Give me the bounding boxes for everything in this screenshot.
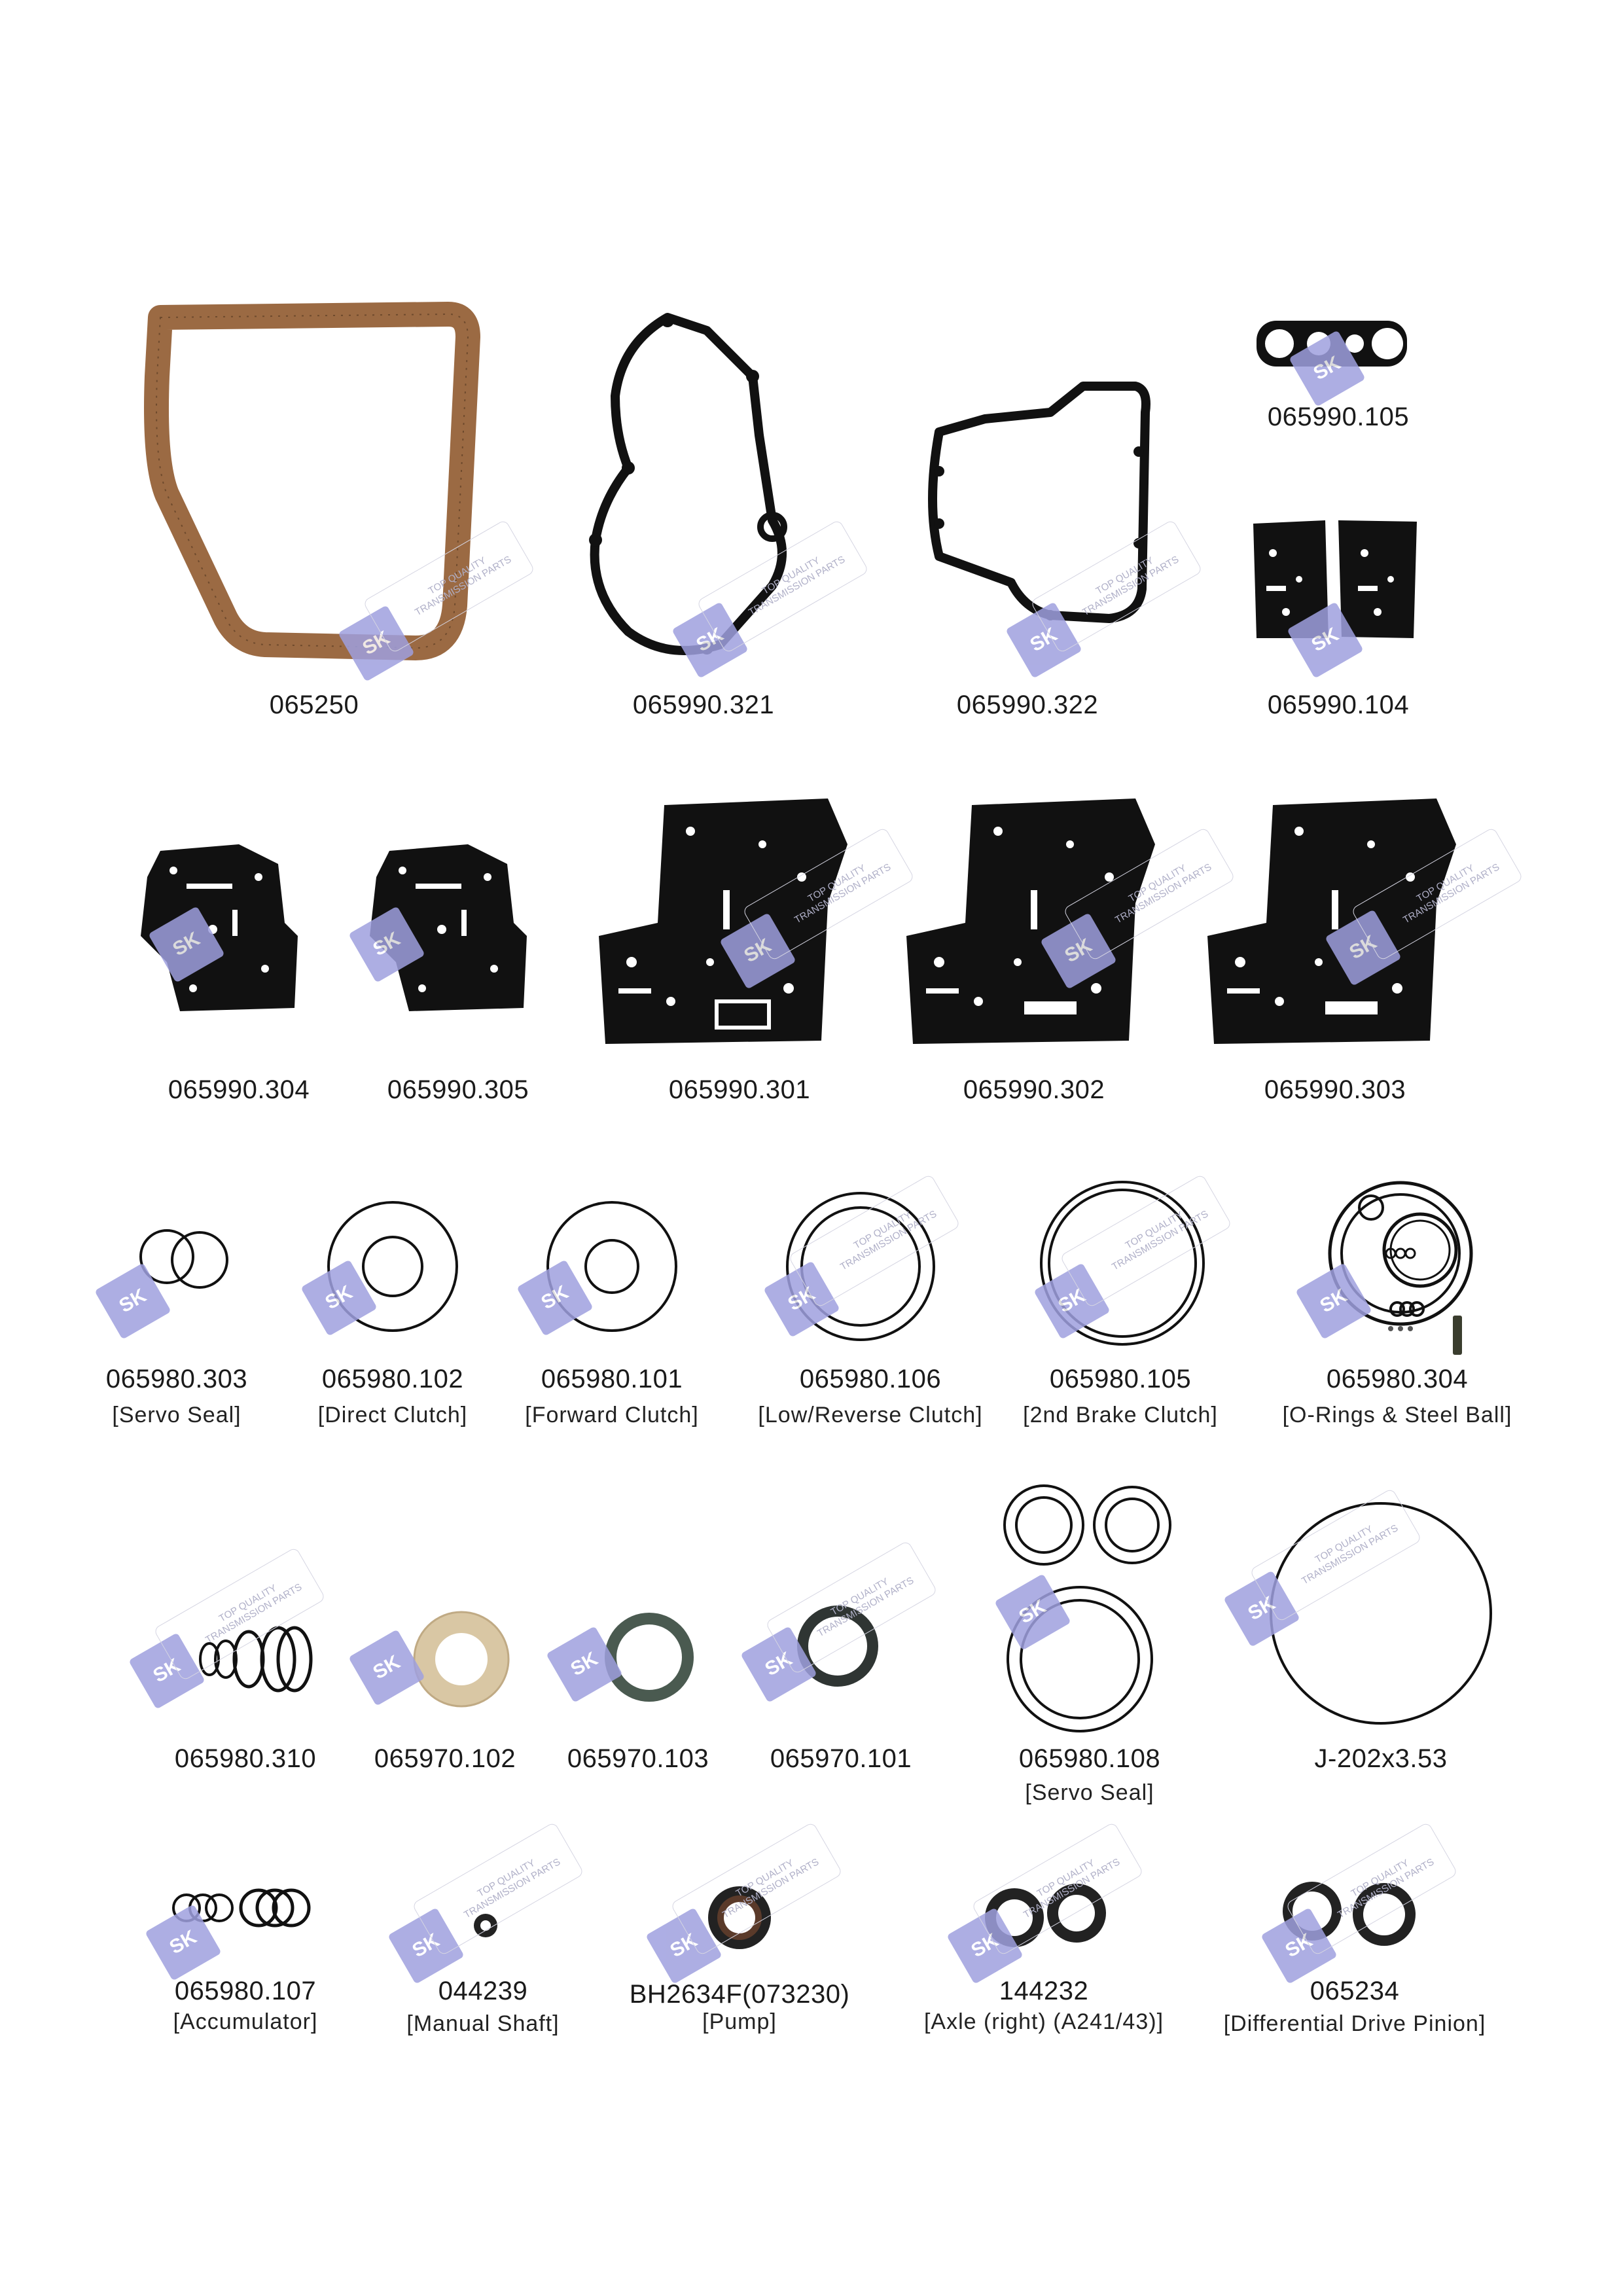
clutch-seal-rings-image bbox=[327, 1201, 458, 1332]
manual-shaft-seal-image bbox=[474, 1914, 497, 1937]
valve-body-gasket-image bbox=[370, 844, 527, 1011]
part-code: 065990.104 bbox=[1267, 691, 1410, 719]
part-code: 065980.303 bbox=[105, 1365, 248, 1393]
part-code: J-202x3.53 bbox=[1314, 1744, 1448, 1773]
part-code: 065990.303 bbox=[1264, 1075, 1406, 1104]
part-code: 065980.108 bbox=[1018, 1744, 1161, 1773]
part-code: 065990.105 bbox=[1267, 403, 1410, 431]
part-code: 044239 bbox=[438, 1977, 528, 2005]
large-separator-gasket-image bbox=[599, 798, 847, 1044]
part-code: 065970.102 bbox=[374, 1744, 516, 1773]
part-description: [Manual Shaft] bbox=[406, 2011, 560, 2036]
part-description: [Axle (right) (A241/43)] bbox=[923, 2009, 1164, 2034]
part-code: 065980.107 bbox=[174, 1977, 317, 2005]
pan-gasket-image bbox=[144, 302, 480, 660]
part-code: BH2634F(073230) bbox=[629, 1980, 850, 2009]
separator-gasket-pair-image bbox=[1253, 520, 1417, 638]
part-code: 065990.321 bbox=[632, 691, 775, 719]
part-code: 065970.103 bbox=[567, 1744, 709, 1773]
part-description: [Servo Seal] bbox=[112, 1403, 241, 1427]
part-code: 065980.105 bbox=[1049, 1365, 1192, 1393]
part-code: 065980.310 bbox=[174, 1744, 317, 1773]
part-code: 065980.106 bbox=[799, 1365, 942, 1393]
servo-seal-rings-image bbox=[139, 1229, 228, 1289]
part-description: [Direct Clutch] bbox=[317, 1403, 468, 1427]
seal-ring-set-image bbox=[199, 1626, 313, 1693]
oil-seal-image bbox=[605, 1613, 694, 1702]
clutch-seal-rings-image bbox=[1040, 1181, 1205, 1346]
large-separator-gasket-image bbox=[1207, 798, 1456, 1044]
part-code: 144232 bbox=[999, 1977, 1089, 2005]
part-description: [Differential Drive Pinion] bbox=[1223, 2011, 1486, 2036]
part-code: 065234 bbox=[1310, 1977, 1400, 2005]
part-code: 065990.305 bbox=[387, 1075, 529, 1104]
part-description: [2nd Brake Clutch] bbox=[1023, 1403, 1218, 1427]
clutch-seal-rings-image bbox=[546, 1201, 677, 1332]
part-description: [Low/Reverse Clutch] bbox=[758, 1403, 983, 1427]
part-description: [Forward Clutch] bbox=[525, 1403, 699, 1427]
part-code: 065990.304 bbox=[168, 1075, 310, 1104]
part-code: 065250 bbox=[269, 691, 359, 719]
part-code: 065970.101 bbox=[770, 1744, 912, 1773]
part-description: [Accumulator] bbox=[173, 2009, 318, 2034]
valve-body-gasket-image bbox=[141, 844, 298, 1011]
large-separator-gasket-image bbox=[906, 798, 1155, 1044]
part-code: 065990.322 bbox=[956, 691, 1099, 719]
part-code: 065980.101 bbox=[541, 1365, 683, 1393]
part-code: 065990.301 bbox=[668, 1075, 811, 1104]
part-description: [O-Rings & Steel Ball] bbox=[1282, 1403, 1512, 1427]
pinion-seal-pair-image bbox=[1283, 1882, 1416, 1946]
part-code: 065990.302 bbox=[963, 1075, 1105, 1104]
part-code: 065980.304 bbox=[1326, 1365, 1469, 1393]
pump-seal-image bbox=[708, 1886, 771, 1949]
part-description: [Servo Seal] bbox=[1025, 1780, 1154, 1805]
oil-seal-image bbox=[797, 1605, 878, 1687]
o-rings-steel-ball-image bbox=[1328, 1181, 1473, 1355]
thrust-washer-image bbox=[413, 1611, 510, 1708]
part-code: 065980.102 bbox=[321, 1365, 464, 1393]
servo-seal-rings-image bbox=[1003, 1484, 1171, 1732]
part-description: [Pump] bbox=[702, 2009, 777, 2034]
